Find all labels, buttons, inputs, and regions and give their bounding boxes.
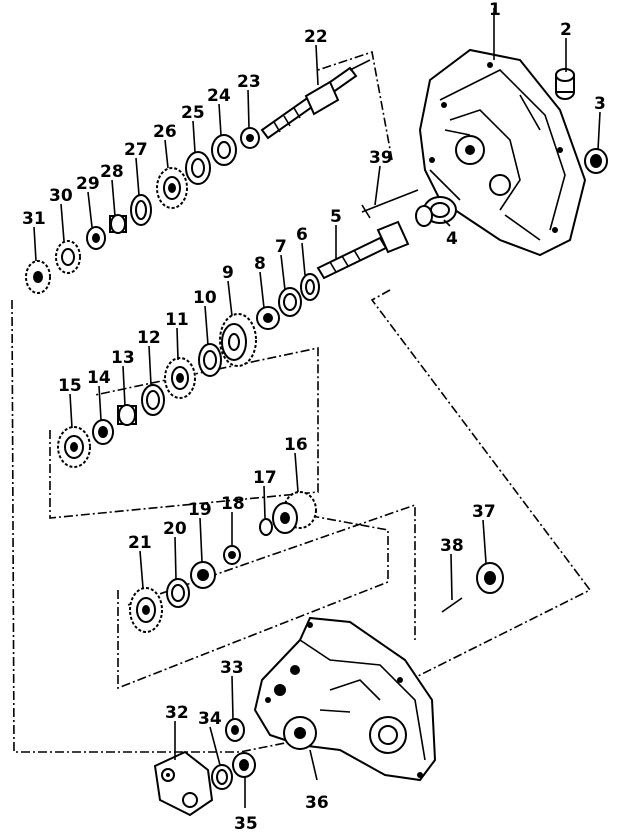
label-8: 8 (254, 254, 266, 274)
label-5: 5 (330, 207, 342, 227)
part-25-ring (185, 151, 211, 185)
part-12-ring (141, 384, 165, 416)
label-18: 18 (221, 494, 245, 514)
part-28-sleeve (109, 214, 127, 234)
part-33-seal (225, 718, 245, 742)
part-19-bearing (190, 561, 216, 589)
assembly-guide-lines (11, 50, 592, 753)
label-28: 28 (100, 162, 124, 182)
part-38-pin (441, 597, 463, 613)
label-17: 17 (253, 468, 277, 488)
label-32: 32 (165, 703, 189, 723)
label-9: 9 (222, 263, 234, 283)
part-21-gear (129, 587, 163, 633)
part-6-washer (300, 273, 320, 301)
label-27: 27 (124, 140, 148, 160)
part-34-ring (211, 764, 233, 790)
label-35: 35 (234, 814, 258, 834)
label-36: 36 (305, 793, 329, 813)
part-39-rod (361, 189, 419, 219)
leader-lines (33, 8, 601, 808)
label-12: 12 (137, 328, 161, 348)
part-5-shaft (316, 220, 410, 280)
part-16-gear (272, 491, 317, 534)
part-31-gear (25, 260, 51, 294)
label-23: 23 (237, 72, 261, 92)
part-13-sleeve (117, 404, 137, 426)
part-35-bearing (232, 752, 256, 778)
part-4-bearing (415, 196, 457, 227)
label-25: 25 (181, 103, 205, 123)
label-6: 6 (296, 225, 308, 245)
label-15: 15 (58, 376, 82, 396)
part-18-washer (223, 545, 241, 565)
transmission-case-housing (418, 48, 587, 257)
part-2-dowel (555, 68, 575, 100)
label-34: 34 (198, 709, 222, 729)
label-24: 24 (207, 86, 231, 106)
part-17-clip (259, 518, 273, 536)
label-38: 38 (440, 536, 464, 556)
label-16: 16 (284, 435, 308, 455)
label-33: 33 (220, 658, 244, 678)
label-29: 29 (76, 174, 100, 194)
part-29-bearing (86, 226, 106, 250)
part-24-ring (211, 134, 237, 166)
part-26-gear (156, 167, 188, 209)
label-7: 7 (275, 237, 287, 257)
callout-labels: 1 2 3 4 5 6 7 8 9 10 11 12 13 14 15 16 1… (22, 0, 606, 834)
part-37-seal (476, 562, 504, 594)
part-9-gear (219, 313, 257, 367)
part-10-ring (198, 343, 222, 377)
part-20-ring (166, 578, 190, 608)
label-19: 19 (188, 500, 212, 520)
part-22-input-shaft (260, 59, 371, 140)
label-37: 37 (472, 502, 496, 522)
part-3-seal (584, 148, 608, 174)
label-30: 30 (49, 186, 73, 206)
part-15-gear (57, 426, 91, 468)
label-14: 14 (87, 368, 111, 388)
part-23-bearing (240, 127, 260, 149)
part-32-cover-plate (153, 750, 214, 817)
part-8-bearing (256, 306, 280, 330)
part-30-gear (55, 240, 81, 274)
label-31: 31 (22, 209, 46, 229)
label-20: 20 (163, 519, 187, 539)
label-13: 13 (111, 348, 135, 368)
label-4: 4 (446, 229, 458, 249)
label-26: 26 (153, 122, 177, 142)
label-3: 3 (594, 94, 606, 114)
label-39: 39 (369, 148, 393, 168)
label-21: 21 (128, 533, 152, 553)
part-27-ring (130, 194, 152, 226)
part-11-gear (164, 357, 196, 399)
label-11: 11 (165, 310, 189, 330)
part-36-rear-housing (253, 616, 437, 782)
label-22: 22 (304, 27, 328, 47)
part-14-bearing (92, 419, 114, 445)
label-2: 2 (560, 20, 572, 40)
part-7-ring (278, 287, 302, 317)
label-10: 10 (193, 288, 217, 308)
label-1: 1 (489, 0, 501, 20)
